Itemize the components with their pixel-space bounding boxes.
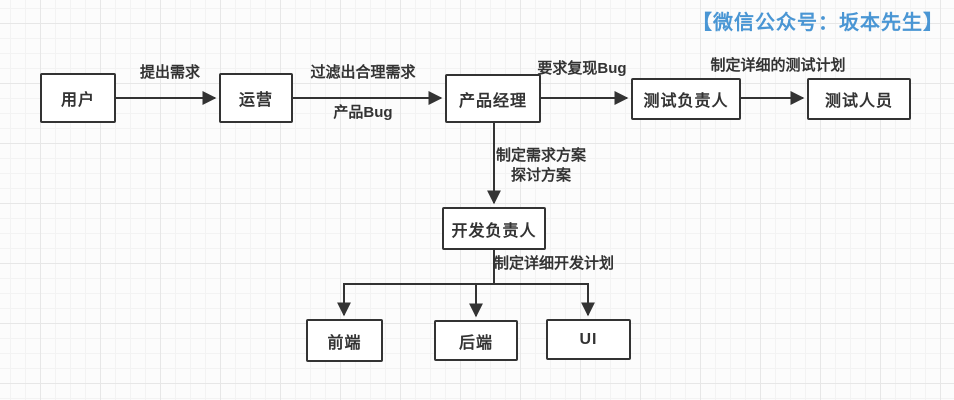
edge-label-filter-requirement: 过滤出合理需求	[310, 64, 416, 81]
edge-label-propose-requirement: 提出需求	[139, 64, 201, 81]
node-product-manager: 产品经理	[445, 74, 541, 123]
wechat-watermark: 【微信公众号：坂本先生】	[692, 12, 944, 34]
edge-label-reproduce-bug: 要求复现Bug	[537, 60, 627, 77]
node-backend: 后端	[434, 320, 518, 361]
node-dev-lead: 开发负责人	[442, 207, 546, 250]
edge-label-scheme-line1: 制定需求方案	[495, 147, 587, 164]
node-user: 用户	[40, 73, 116, 123]
edge-label-test-plan: 制定详细的测试计划	[710, 57, 846, 74]
edge-label-product-bug: 产品Bug	[333, 104, 393, 121]
node-frontend: 前端	[306, 319, 383, 362]
node-tester: 测试人员	[807, 78, 911, 120]
node-operations: 运营	[219, 73, 293, 123]
node-ui: UI	[546, 319, 631, 360]
edge-label-scheme-line2: 探讨方案	[510, 166, 572, 184]
node-test-lead: 测试负责人	[631, 78, 741, 120]
edge-label-requirement-scheme: 制定需求方案 探讨方案	[496, 146, 586, 185]
edge-label-dev-plan: 制定详细开发计划	[493, 255, 615, 272]
